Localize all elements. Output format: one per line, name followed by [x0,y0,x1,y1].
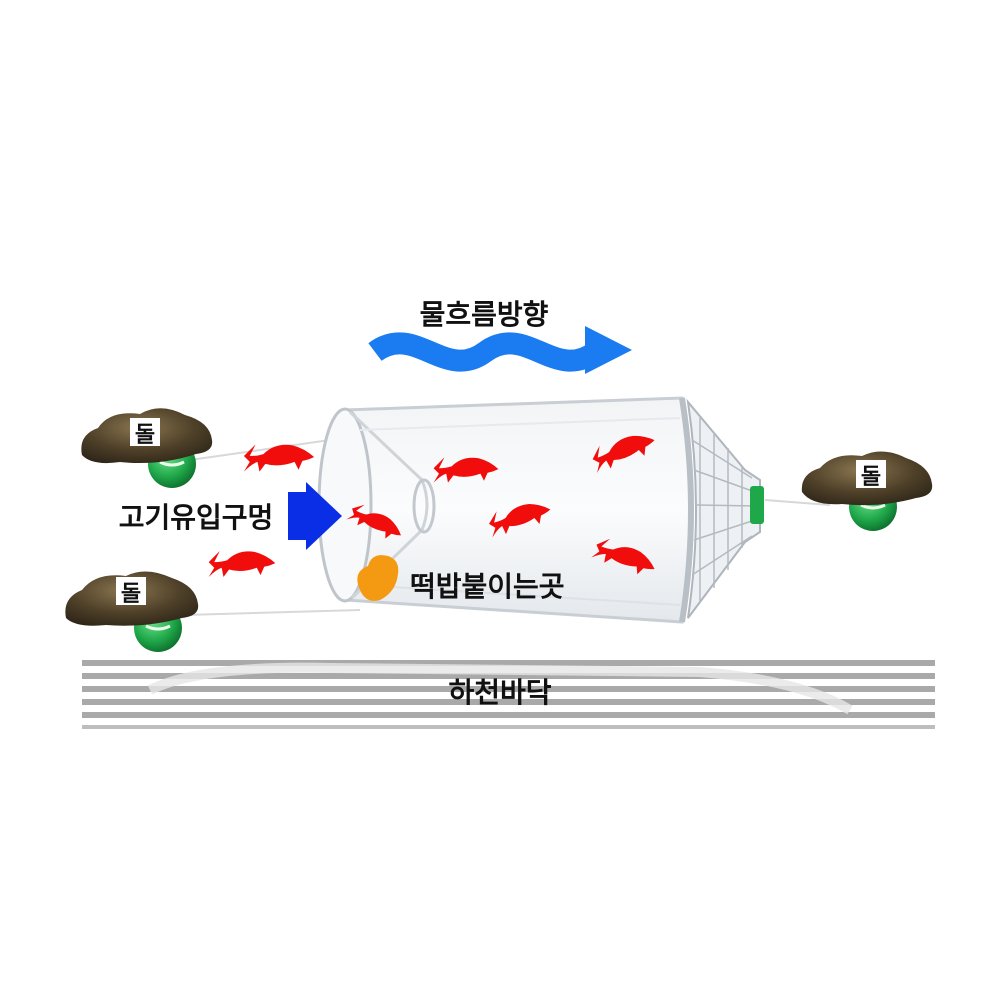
trap-cone [686,398,764,619]
stone-label: 돌 [135,423,155,448]
entrance-arrow-icon [288,482,342,550]
stone-label: 돌 [121,582,141,607]
river-bed: 하천바닥 [82,660,935,729]
fish-icon [208,551,276,577]
cone-cap [750,486,764,524]
stone-right: 돌 [801,451,933,531]
fish-entrance-label: 고기유입구멍 [119,501,274,534]
tether-lines [184,439,831,616]
stone-bottom-left: 돌 [65,571,199,652]
stone-label: 돌 [861,465,881,490]
bait-blob [357,555,399,601]
bait-spot-label: 떡밥붙이는곳 [410,570,565,603]
river-bed-label: 하천바닥 [448,676,551,709]
fish-trap [317,396,694,624]
stone-top-left: 돌 [81,408,213,488]
flow-arrow-icon [368,326,632,374]
water-flow-label: 물흐름방향 [420,298,549,331]
fish-icon [243,444,315,472]
